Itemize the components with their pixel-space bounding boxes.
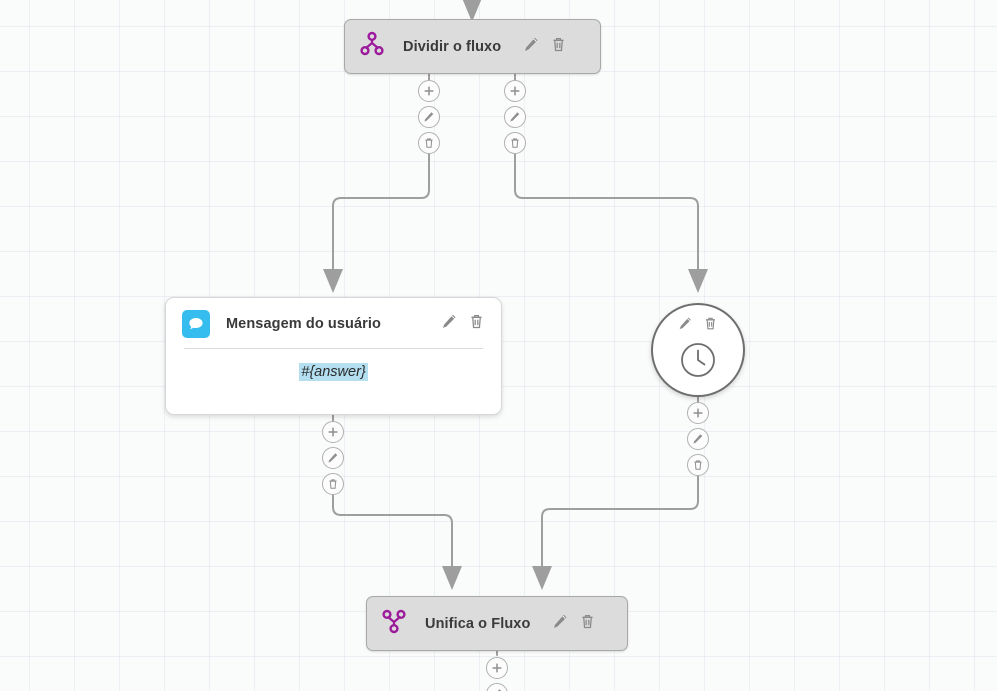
delete-connection-button[interactable] bbox=[504, 132, 526, 154]
node-mensagem-do-usuario[interactable]: Mensagem do usuário bbox=[165, 297, 502, 415]
port-stack-split-left[interactable] bbox=[418, 80, 440, 154]
port-stack-merge[interactable] bbox=[486, 657, 508, 691]
trash-icon[interactable] bbox=[579, 613, 596, 635]
pencil-icon[interactable] bbox=[678, 316, 693, 336]
card-divider bbox=[184, 348, 483, 349]
add-node-button[interactable] bbox=[418, 80, 440, 102]
pencil-icon[interactable] bbox=[523, 36, 540, 58]
port-stack-user-message[interactable] bbox=[322, 421, 344, 495]
edge-delay-to-merge bbox=[532, 475, 699, 590]
edit-connection-button[interactable] bbox=[687, 428, 709, 450]
trash-icon[interactable] bbox=[468, 313, 485, 335]
add-node-button[interactable] bbox=[322, 421, 344, 443]
add-node-button[interactable] bbox=[504, 80, 526, 102]
port-stack-split-right[interactable] bbox=[504, 80, 526, 154]
circle-node-actions bbox=[678, 316, 718, 336]
node-title-mensagem-do-usuario: Mensagem do usuário bbox=[226, 316, 381, 332]
node-unifica-o-fluxo[interactable]: Unifica o Fluxo bbox=[366, 596, 628, 651]
edit-connection-button[interactable] bbox=[486, 683, 508, 691]
port-stack-delay[interactable] bbox=[687, 402, 709, 476]
add-node-button[interactable] bbox=[687, 402, 709, 424]
edit-connection-button[interactable] bbox=[504, 106, 526, 128]
edge-split-to-user-message bbox=[323, 153, 430, 293]
clock-icon bbox=[678, 340, 718, 385]
variable-answer[interactable]: #{answer} bbox=[299, 363, 368, 381]
delete-connection-button[interactable] bbox=[322, 473, 344, 495]
node-title-unifica-o-fluxo: Unifica o Fluxo bbox=[425, 615, 531, 632]
trash-icon[interactable] bbox=[550, 36, 567, 58]
pencil-icon[interactable] bbox=[552, 613, 569, 635]
pencil-icon[interactable] bbox=[441, 313, 458, 335]
card-header: Mensagem do usuário bbox=[166, 298, 501, 348]
trash-icon[interactable] bbox=[703, 316, 718, 336]
add-node-button[interactable] bbox=[486, 657, 508, 679]
card-body: #{answer} bbox=[166, 349, 501, 397]
edit-connection-button[interactable] bbox=[418, 106, 440, 128]
edge-split-to-delay bbox=[514, 153, 708, 293]
split-flow-icon bbox=[359, 31, 385, 62]
delete-connection-button[interactable] bbox=[687, 454, 709, 476]
node-dividir-o-fluxo[interactable]: Dividir o fluxo bbox=[344, 19, 601, 74]
edit-connection-button[interactable] bbox=[322, 447, 344, 469]
delete-connection-button[interactable] bbox=[418, 132, 440, 154]
chat-bubble-icon bbox=[182, 310, 210, 338]
node-delay-clock[interactable] bbox=[651, 303, 745, 397]
merge-flow-icon bbox=[381, 608, 407, 639]
edge-user-message-to-merge bbox=[332, 493, 462, 590]
node-title-dividir-o-fluxo: Dividir o fluxo bbox=[403, 38, 502, 55]
